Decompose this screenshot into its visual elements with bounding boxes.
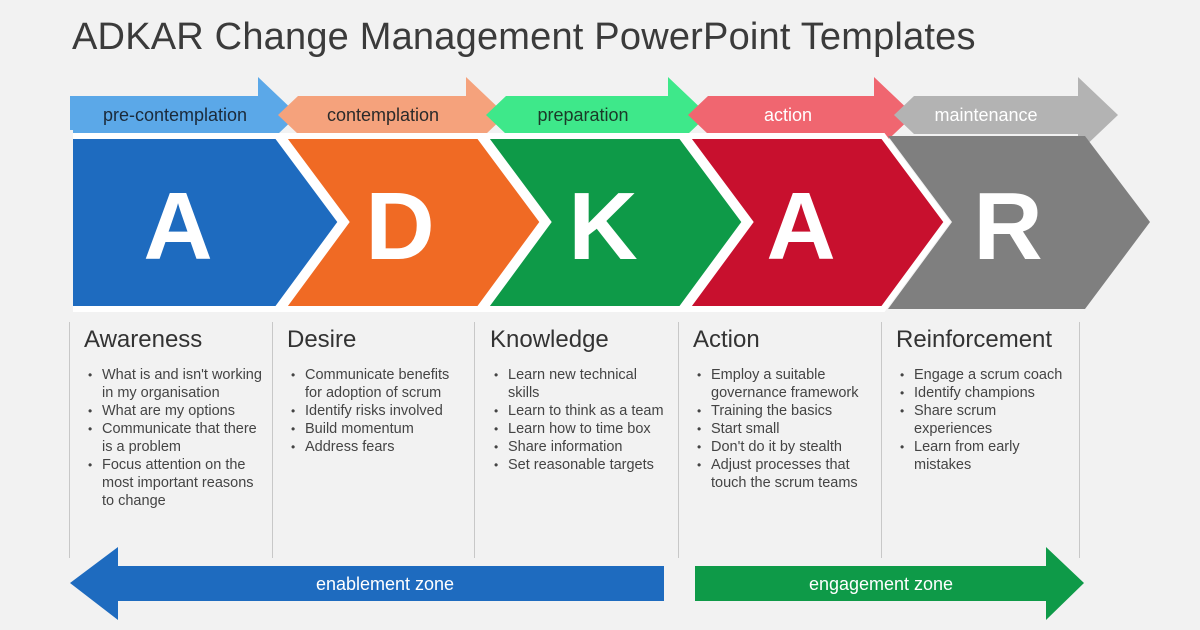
list-item: Identify risks involved (287, 402, 469, 420)
list-item: Learn from early mistakes (896, 438, 1078, 474)
chevron-d (276, 133, 547, 312)
engagement-zone-arrow (695, 547, 1084, 620)
list-item: Build momentum (287, 420, 469, 438)
column-heading: Awareness (84, 326, 203, 353)
column-heading: Desire (287, 326, 357, 353)
column-divider (272, 322, 273, 558)
enablement-zone-arrow (70, 547, 664, 620)
column-heading: Knowledge (490, 326, 609, 353)
stage-label-preparation: preparation (537, 105, 629, 125)
letter-a-action: A (766, 173, 836, 280)
list-item: Communicate benefits for adoption of scr… (287, 366, 469, 402)
list-item: Communicate that there is a problem (84, 420, 266, 456)
chevron-a2 (680, 133, 951, 312)
bullet-list: Employ a suitable governance framework T… (693, 366, 875, 492)
column-reinforcement: Reinforcement Engage a scrum coach Ident… (896, 326, 1078, 474)
stage-label-action: action (763, 105, 813, 125)
column-knowledge: Knowledge Learn new technical skills Lea… (490, 326, 672, 474)
column-divider (881, 322, 882, 558)
column-heading: Action (693, 326, 760, 353)
list-item: Learn how to time box (490, 420, 672, 438)
list-item: Learn to think as a team (490, 402, 672, 420)
letter-a-awareness: A (143, 173, 213, 280)
stage-arrow-maintenance (894, 77, 1118, 153)
list-item: Focus attention on the most important re… (84, 456, 266, 510)
column-divider (69, 322, 70, 558)
enablement-zone-label: enablement zone (315, 574, 455, 594)
bullet-list: What is and isn't working in my organisa… (84, 366, 266, 510)
column-awareness: Awareness What is and isn't working in m… (84, 326, 266, 510)
stage-label-contemplation: contemplation (326, 105, 440, 125)
engagement-zone-label: engagement zone (808, 574, 954, 594)
list-item: Share scrum experiences (896, 402, 1078, 438)
chevron-r (888, 136, 1150, 309)
list-item: Address fears (287, 438, 469, 456)
letter-k-knowledge: K (568, 173, 638, 280)
list-item: Learn new technical skills (490, 366, 672, 402)
bullet-list: Communicate benefits for adoption of scr… (287, 366, 469, 456)
letter-d-desire: D (365, 173, 435, 280)
column-heading: Reinforcement (896, 326, 1053, 353)
bullet-list: Learn new technical skills Learn to thin… (490, 366, 672, 474)
stage-label-maintenance: maintenance (934, 105, 1038, 125)
list-item: Adjust processes that touch the scrum te… (693, 456, 875, 492)
list-item: Employ a suitable governance framework (693, 366, 875, 402)
letter-r-reinforcement: R (973, 173, 1043, 280)
column-action: Action Employ a suitable governance fram… (693, 326, 875, 492)
list-item: Set reasonable targets (490, 456, 672, 474)
list-item: Engage a scrum coach (896, 366, 1078, 384)
list-item: Don't do it by stealth (693, 438, 875, 456)
column-divider (474, 322, 475, 558)
page-title: ADKAR Change Management PowerPoint Templ… (72, 16, 976, 58)
list-item: Share information (490, 438, 672, 456)
stage-label-pre-contemplation: pre-contemplation (102, 105, 248, 125)
list-item: Identify champions (896, 384, 1078, 402)
list-item: What are my options (84, 402, 266, 420)
column-desire: Desire Communicate benefits for adoption… (287, 326, 469, 456)
chevron-k (478, 133, 749, 312)
column-divider (678, 322, 679, 558)
list-item: Training the basics (693, 402, 875, 420)
bullet-list: Engage a scrum coach Identify champions … (896, 366, 1078, 474)
column-divider (1079, 322, 1080, 558)
list-item: What is and isn't working in my organisa… (84, 366, 266, 402)
list-item: Start small (693, 420, 875, 438)
